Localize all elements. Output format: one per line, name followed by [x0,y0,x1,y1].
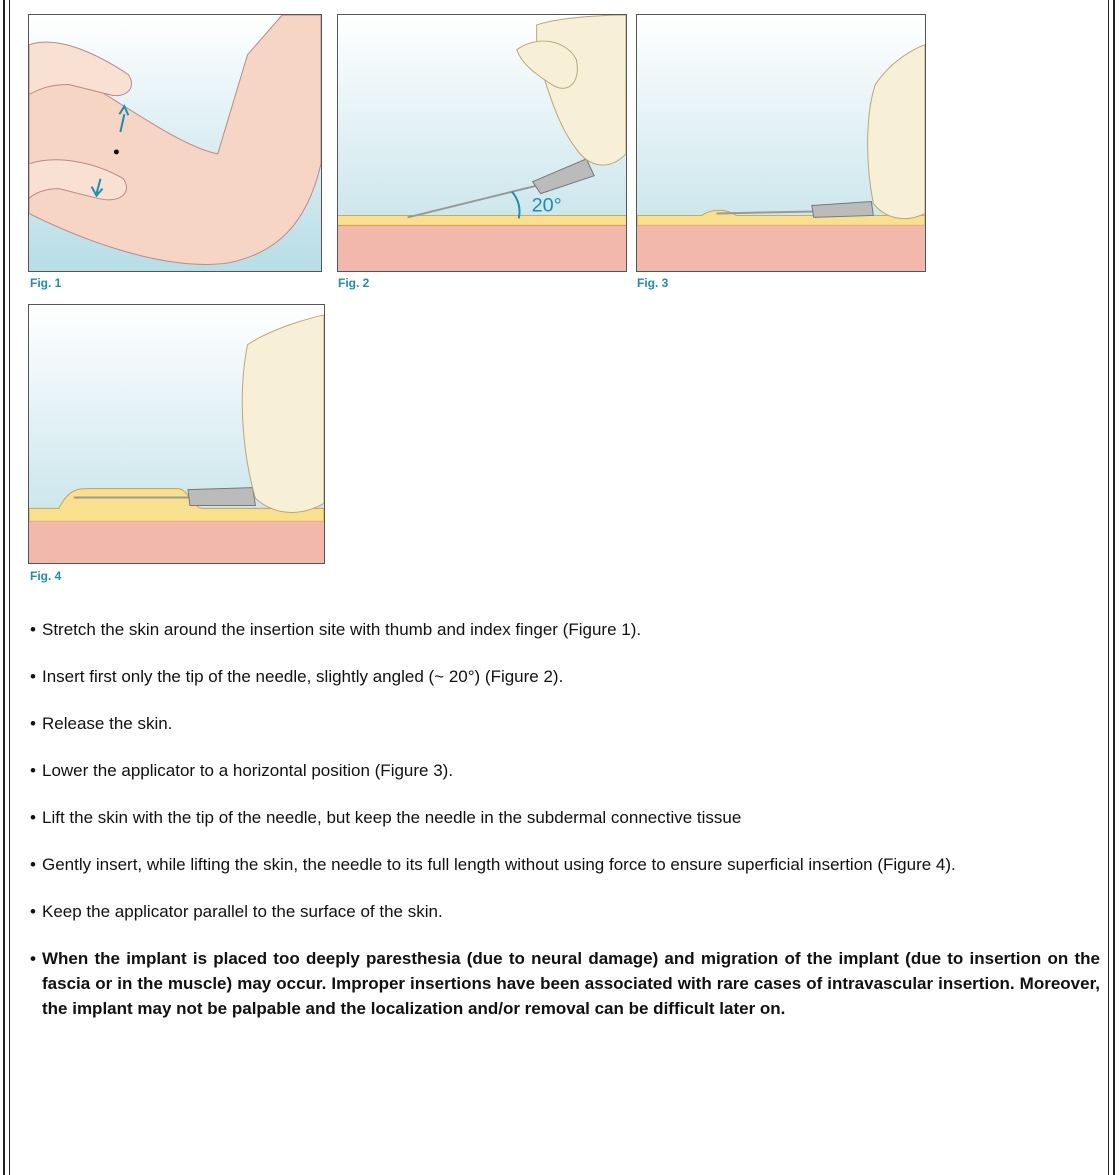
instruction-item: Keep the applicator parallel to the surf… [30,899,1100,924]
instruction-item: Insert first only the tip of the needle,… [30,664,1100,689]
instruction-item: Release the skin. [30,711,1100,736]
instruction-item: Lift the skin with the tip of the needle… [30,805,1100,830]
figure-1-stretch-skin [28,14,322,272]
instruction-list: Stretch the skin around the insertion si… [30,617,1100,1043]
figure-3-lower-applicator [636,14,926,272]
instruction-warning-item: When the implant is placed too deeply pa… [30,946,1100,1021]
figure-4-full-insertion [28,304,325,564]
figure-3-caption: Fig. 3 [637,276,668,290]
figure-2-caption: Fig. 2 [338,276,369,290]
angle-label: 20° [532,194,562,216]
instruction-item: Gently insert, while lifting the skin, t… [30,852,1100,877]
figure-2-insert-needle-tip: 20° [337,14,627,272]
figure-1-caption: Fig. 1 [30,276,61,290]
figure-4-caption: Fig. 4 [30,569,61,583]
instruction-item: Stretch the skin around the insertion si… [30,617,1100,642]
instruction-item: Lower the applicator to a horizontal pos… [30,758,1100,783]
